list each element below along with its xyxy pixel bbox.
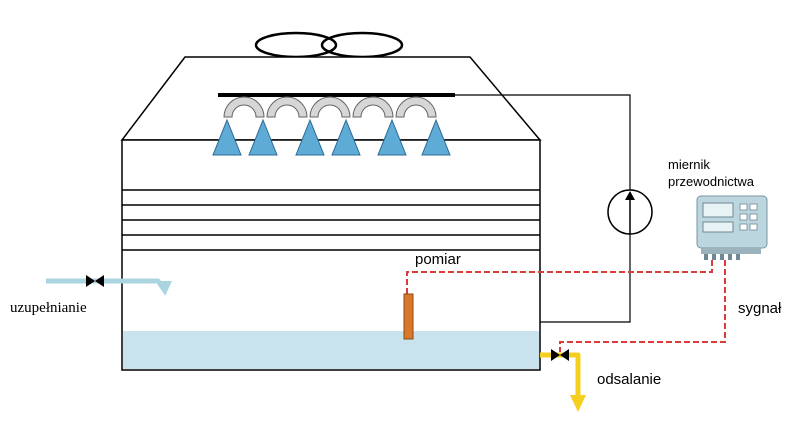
basin-water [123,331,539,369]
meter-label-line-1: miernik [668,157,710,172]
conductivity-meter-icon [696,195,768,260]
spray-nozzles [212,118,451,156]
makeup-pipe [46,278,172,296]
conductivity-probe [403,293,414,340]
fan-icon [254,31,404,59]
makeup-label: uzupełnianie [10,300,87,316]
blowdown-label: odsalanie [597,371,662,388]
signal-label: sygnał [738,300,782,317]
blowdown-pipe [540,352,586,412]
measurement-label: pomiar [415,251,461,268]
meter-label-line-2: przewodnictwa [668,174,754,189]
fill-pack [122,189,540,251]
blowdown-valve-icon [551,349,569,361]
measurement-signal-line [406,260,713,294]
makeup-valve-icon [86,275,104,287]
pump-icon [607,189,653,235]
drift-eliminator [223,96,437,118]
output-signal-line [559,260,726,352]
meter-label: miernik przewodnictwa [668,156,754,190]
